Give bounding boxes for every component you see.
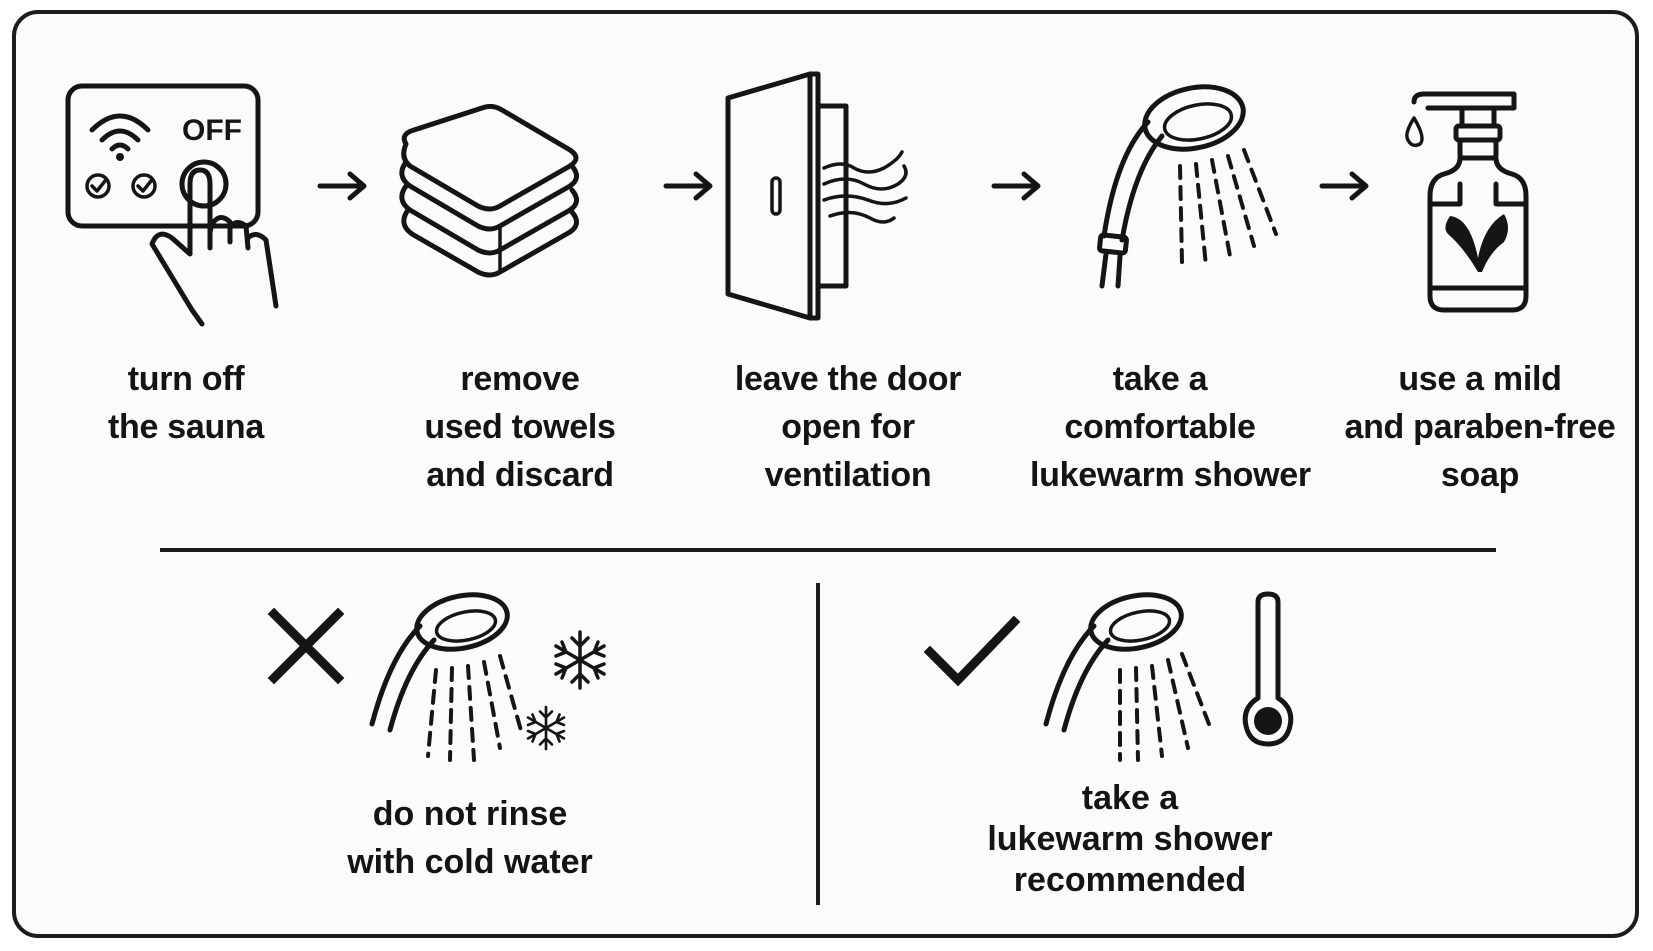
caption-line: and paraben-free: [1344, 408, 1616, 446]
snowflake-icon: [554, 630, 606, 690]
shower-head-icon: [1097, 84, 1278, 289]
open-door-ventilation-icon: [725, 71, 908, 321]
control-panel-off-icon: OFF: [65, 83, 279, 327]
section-divider: [160, 548, 1496, 552]
step-caption: remove used towels and discard: [400, 355, 640, 499]
right-arrow-icon: [663, 171, 713, 201]
step-caption: use a mild and paraben-free soap: [1340, 355, 1620, 499]
caption-line: remove: [460, 360, 580, 398]
caption-line: comfortable: [1064, 408, 1256, 446]
caption-line: ventilation: [764, 456, 932, 494]
caption-line: lukewarm shower: [1030, 456, 1311, 494]
caption-line: open for: [781, 408, 915, 446]
caption-line: and discard: [426, 456, 614, 494]
caption-line: the sauna: [107, 408, 264, 446]
caption-line: leave the door: [734, 360, 962, 398]
caption-line: take a: [1081, 779, 1179, 817]
cross-icon: [267, 607, 345, 685]
caption-line: used towels: [424, 408, 616, 446]
off-label: OFF: [182, 114, 242, 147]
right-arrow-icon: [991, 171, 1041, 201]
column-divider: [816, 583, 820, 905]
checkmark-icon: [923, 615, 1021, 687]
folded-towels-icon: [399, 103, 579, 278]
shower-head-icon: [1043, 592, 1214, 762]
caption-line: soap: [1440, 456, 1520, 494]
caption-line: recommended: [1013, 861, 1247, 899]
soap-dispenser-icon: [1405, 91, 1529, 313]
caption-line: turn off: [127, 360, 245, 398]
do-caption: take a lukewarm shower recommended: [980, 778, 1280, 901]
dont-caption: do not rinse with cold water: [330, 790, 610, 886]
caption-line: use a mild: [1398, 360, 1562, 398]
caption-line: do not rinse: [372, 795, 568, 833]
snowflake-icon: [526, 705, 566, 751]
shower-head-icon: [369, 592, 524, 762]
caption-line: take a: [1112, 360, 1208, 398]
caption-line: with cold water: [347, 843, 593, 881]
caption-line: lukewarm shower: [987, 820, 1273, 858]
step-caption: leave the door open for ventilation: [718, 355, 978, 499]
instruction-card: [12, 10, 1639, 938]
step-caption: take a comfortable lukewarm shower: [1030, 355, 1311, 499]
step-caption: turn off the sauna: [86, 355, 286, 451]
right-arrow-icon: [1319, 171, 1369, 201]
thermometer-icon: [1242, 591, 1294, 747]
right-arrow-icon: [317, 171, 367, 201]
